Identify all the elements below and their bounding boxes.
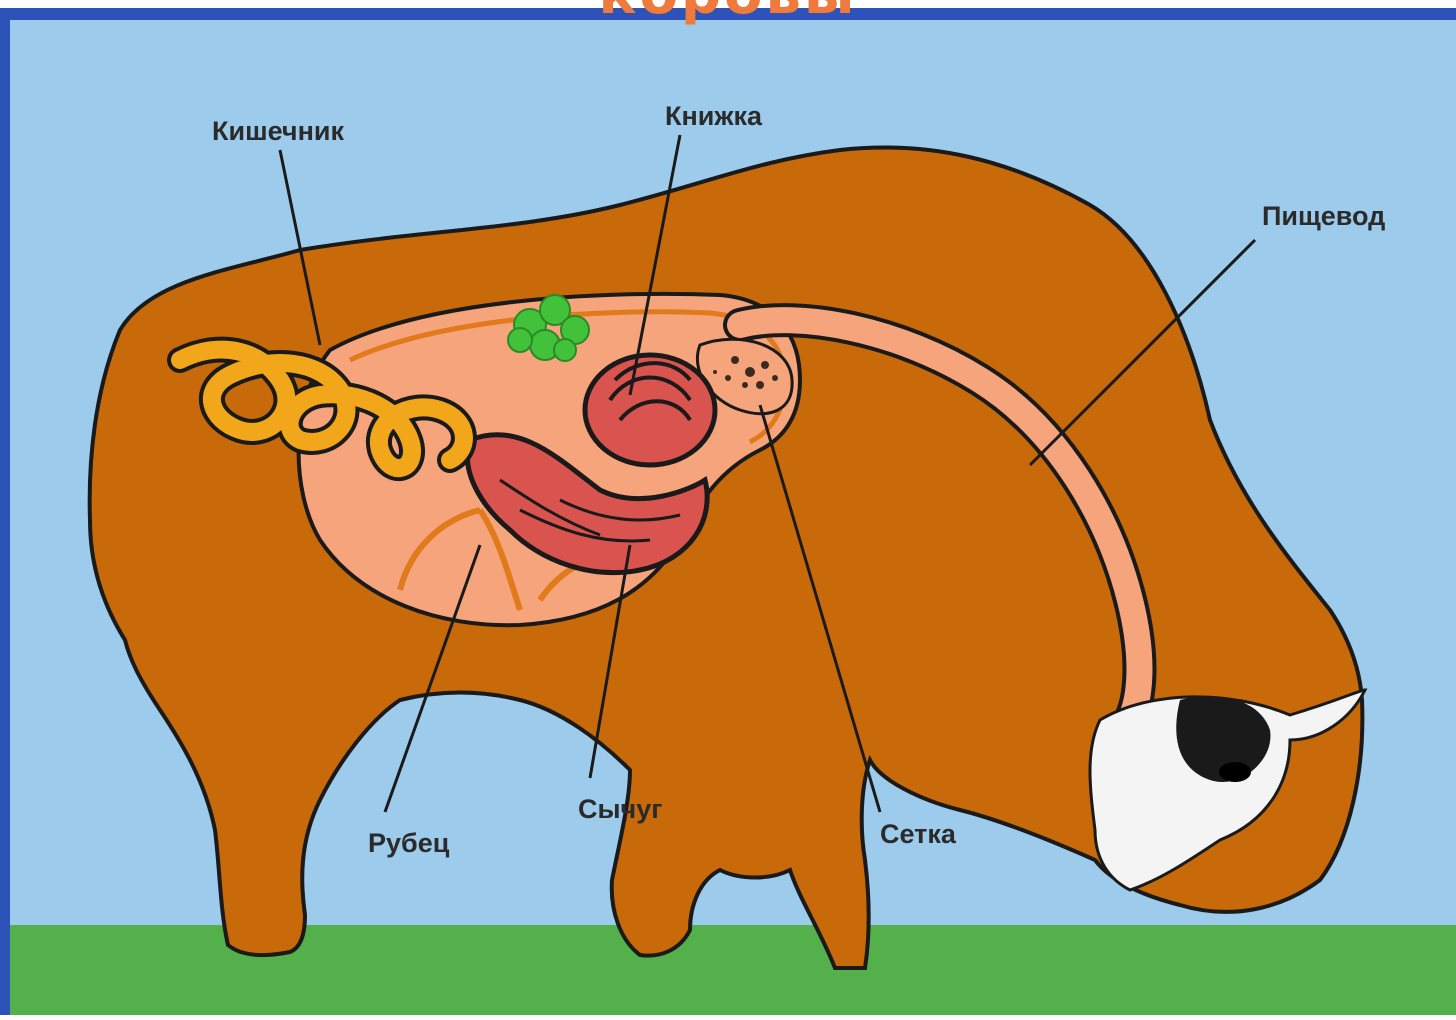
- left-border: [0, 8, 10, 1015]
- label-abomasum: Сычуг: [578, 794, 663, 824]
- label-intestine: Кишечник: [212, 116, 345, 146]
- label-esophagus: Пищевод: [1262, 201, 1385, 231]
- page-title: коровы: [0, 0, 1456, 27]
- label-omasum: Книжка: [665, 101, 763, 131]
- label-reticulum: Сетка: [880, 819, 957, 849]
- label-rumen: Рубец: [368, 828, 450, 858]
- eye-icon: [1219, 762, 1251, 782]
- omasum: [585, 355, 715, 465]
